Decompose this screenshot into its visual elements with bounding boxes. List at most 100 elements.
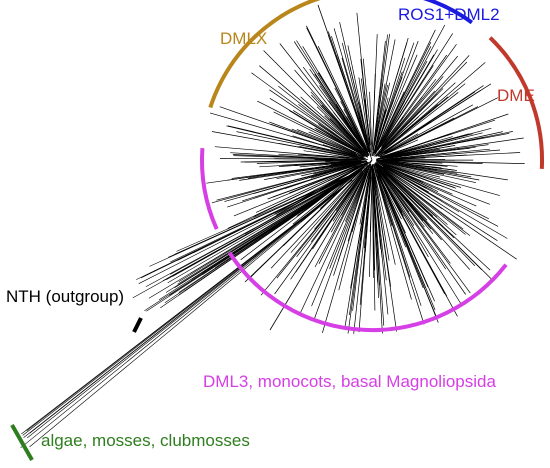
- tree-branch: [379, 139, 419, 157]
- dml3-arc: [227, 251, 508, 333]
- tree-branch: [178, 169, 363, 283]
- tree-branch: [324, 115, 367, 156]
- tree-branch: [316, 128, 366, 157]
- tree-branch: [379, 125, 414, 154]
- tree-branch: [300, 96, 361, 150]
- tree-branch: [369, 174, 373, 232]
- tree-branch: [388, 164, 455, 188]
- tree-branch: [379, 173, 463, 306]
- tree-branch: [372, 172, 376, 271]
- tree-branch: [374, 37, 409, 148]
- tree-branch: [165, 169, 363, 293]
- tree-branch: [330, 148, 360, 158]
- algae-bar: [10, 424, 34, 461]
- tree-branch: [349, 66, 372, 156]
- tree-branch: [253, 163, 356, 194]
- tree-branch: [373, 169, 397, 332]
- tree-branch: [381, 83, 492, 155]
- tree-branch: [158, 169, 363, 300]
- tree-branch: [377, 168, 410, 213]
- tree-branch: [375, 82, 391, 144]
- tree-branch: [236, 131, 361, 158]
- tree-branch: [377, 136, 467, 160]
- tree-branch: [318, 124, 362, 154]
- tree-branch: [328, 100, 367, 152]
- tree-branch: [375, 88, 444, 157]
- tree-branch: [167, 169, 363, 283]
- tree-branch: [347, 172, 370, 242]
- tree-branch: [372, 177, 379, 299]
- tree-branch: [380, 144, 489, 160]
- tree-branch: [29, 179, 353, 448]
- tree-branch: [375, 76, 444, 156]
- tree-branch: [376, 145, 456, 160]
- tree-branch: [273, 111, 364, 157]
- tree-branch: [377, 161, 500, 196]
- tree-branch: [381, 166, 517, 260]
- tree-branch: [379, 135, 422, 157]
- tree-branch: [377, 133, 419, 157]
- tree-branch: [381, 90, 436, 149]
- tree-branch: [374, 55, 458, 157]
- tree-branch: [311, 170, 369, 307]
- tree-branch: [380, 161, 458, 174]
- clade-arcs: [10, 0, 545, 461]
- tree-branch: [318, 163, 371, 264]
- tree-branch: [380, 44, 457, 149]
- tree-branch: [362, 58, 372, 144]
- tree-branch: [251, 72, 359, 152]
- tree-branch: [374, 173, 396, 265]
- tree-branch: [359, 170, 371, 225]
- ros1-dml2-arc: [422, 0, 474, 25]
- nth-label: NTH (outgroup): [6, 287, 125, 306]
- tree-branch: [372, 174, 383, 334]
- tree-branch: [344, 177, 370, 330]
- tree-branch: [321, 104, 367, 154]
- tree-branch: [333, 28, 371, 153]
- tree-branch: [376, 162, 489, 220]
- tree-branch: [336, 111, 369, 156]
- tree-branch: [379, 165, 448, 225]
- tree-branch: [382, 164, 424, 183]
- tree-branch: [333, 169, 370, 276]
- tree-branch: [263, 50, 366, 154]
- tree-branch: [299, 167, 370, 315]
- tree-branch: [20, 179, 353, 449]
- tree-branch: [379, 65, 434, 148]
- tree-branch: [384, 163, 490, 205]
- tree-branch: [255, 165, 358, 213]
- dml3-arc-upper: [199, 147, 219, 230]
- tree-branch: [380, 100, 406, 146]
- tree-branch: [183, 169, 363, 292]
- tree-branch: [377, 170, 448, 297]
- tree-branch: [345, 166, 370, 222]
- tree-branch: [372, 34, 378, 147]
- tree-branch: [375, 164, 425, 228]
- tree-branch: [329, 163, 371, 269]
- tree-branch: [360, 167, 371, 241]
- tree-branch: [284, 164, 356, 190]
- dme-label: DME: [497, 86, 535, 105]
- tree-branch: [374, 84, 388, 146]
- tree-branch: [306, 27, 366, 148]
- tree-branch: [378, 167, 424, 222]
- dme-arc: [488, 36, 545, 170]
- tree-branch: [317, 4, 373, 161]
- tree-branch: [377, 172, 446, 295]
- tree-branch: [296, 171, 363, 258]
- tree-branch: [374, 162, 471, 236]
- tree-branch: [270, 170, 363, 269]
- tree-branch: [296, 129, 359, 155]
- tree-branch: [347, 45, 371, 152]
- tree-branch: [377, 175, 422, 306]
- tree-branch: [386, 160, 425, 166]
- tree-branch: [226, 125, 361, 158]
- tree-branch: [381, 158, 446, 161]
- tree-branch: [316, 106, 368, 156]
- tree-branch: [375, 165, 415, 226]
- tree-branch: [174, 169, 363, 255]
- tree-branch: [317, 46, 369, 152]
- tree-branch: [360, 78, 372, 152]
- tree-branch: [333, 112, 364, 150]
- tree-branch: [232, 154, 364, 161]
